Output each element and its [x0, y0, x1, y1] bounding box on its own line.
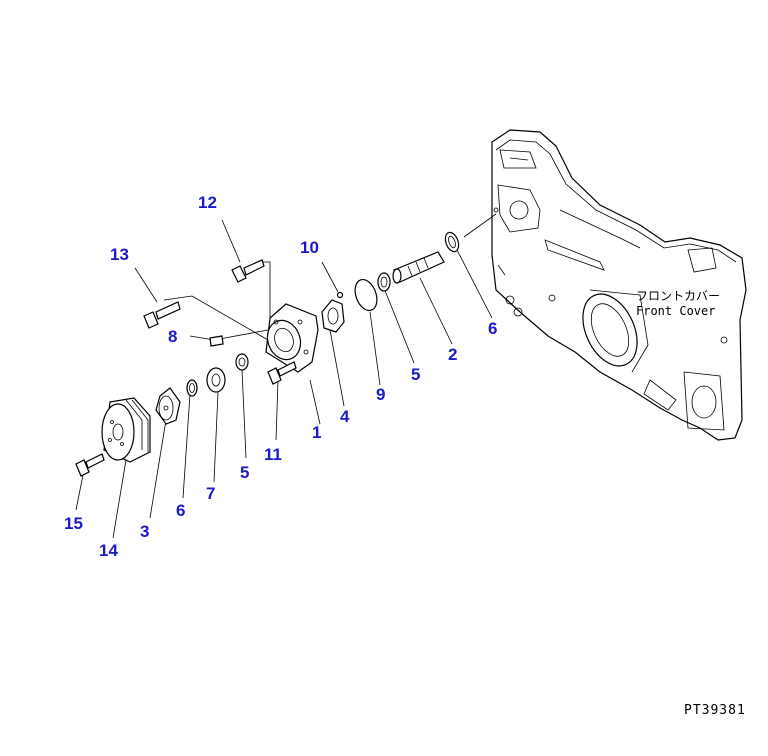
callout-5-upper: 5: [411, 365, 420, 384]
part-6-snap-ring-lower: [186, 379, 198, 397]
callout-6-lower: 6: [176, 501, 185, 520]
callout-3: 3: [140, 522, 149, 541]
part-5-bearing-lower: [235, 353, 249, 371]
callout-12: 12: [198, 193, 217, 212]
callout-15: 15: [64, 514, 83, 533]
part-10-ball: [336, 291, 344, 299]
part-3-hub: [155, 387, 181, 425]
callout-4: 4: [340, 407, 350, 426]
callout-13: 13: [110, 245, 129, 264]
part-1-housing: [265, 303, 319, 373]
callout-11: 11: [264, 445, 282, 464]
callout-14: 14: [99, 541, 118, 560]
callout-8: 8: [168, 327, 177, 346]
callout-5-lower: 5: [240, 463, 249, 482]
part-8-pin: [209, 335, 224, 347]
part-2-shaft: [392, 251, 445, 284]
callout-1: 1: [312, 423, 321, 442]
callout-7: 7: [206, 484, 215, 503]
callout-10: 10: [300, 238, 319, 257]
part-9-o-ring: [354, 278, 378, 312]
front-cover-casting: [491, 129, 747, 441]
leader-lines: [75, 213, 497, 539]
part-5-bearing-upper: [377, 272, 391, 292]
part-7-spacer: [206, 367, 226, 393]
callout-6-upper: 6: [488, 319, 497, 338]
front-cover-label-jp: フロントカバー: [636, 289, 720, 303]
part-11-bolt: [267, 361, 297, 385]
drawing-code: PT39381: [684, 703, 746, 718]
part-14-pulley: [101, 397, 151, 463]
part-4-nut: [321, 299, 345, 333]
part-13-bolt: [143, 301, 181, 329]
front-cover-label-en: Front Cover: [636, 304, 715, 318]
part-6-snap-ring-upper: [444, 231, 460, 253]
callout-2: 2: [448, 345, 457, 364]
callout-9: 9: [376, 385, 385, 404]
part-12-bolt: [231, 259, 265, 283]
part-15-bolt: [75, 453, 105, 477]
